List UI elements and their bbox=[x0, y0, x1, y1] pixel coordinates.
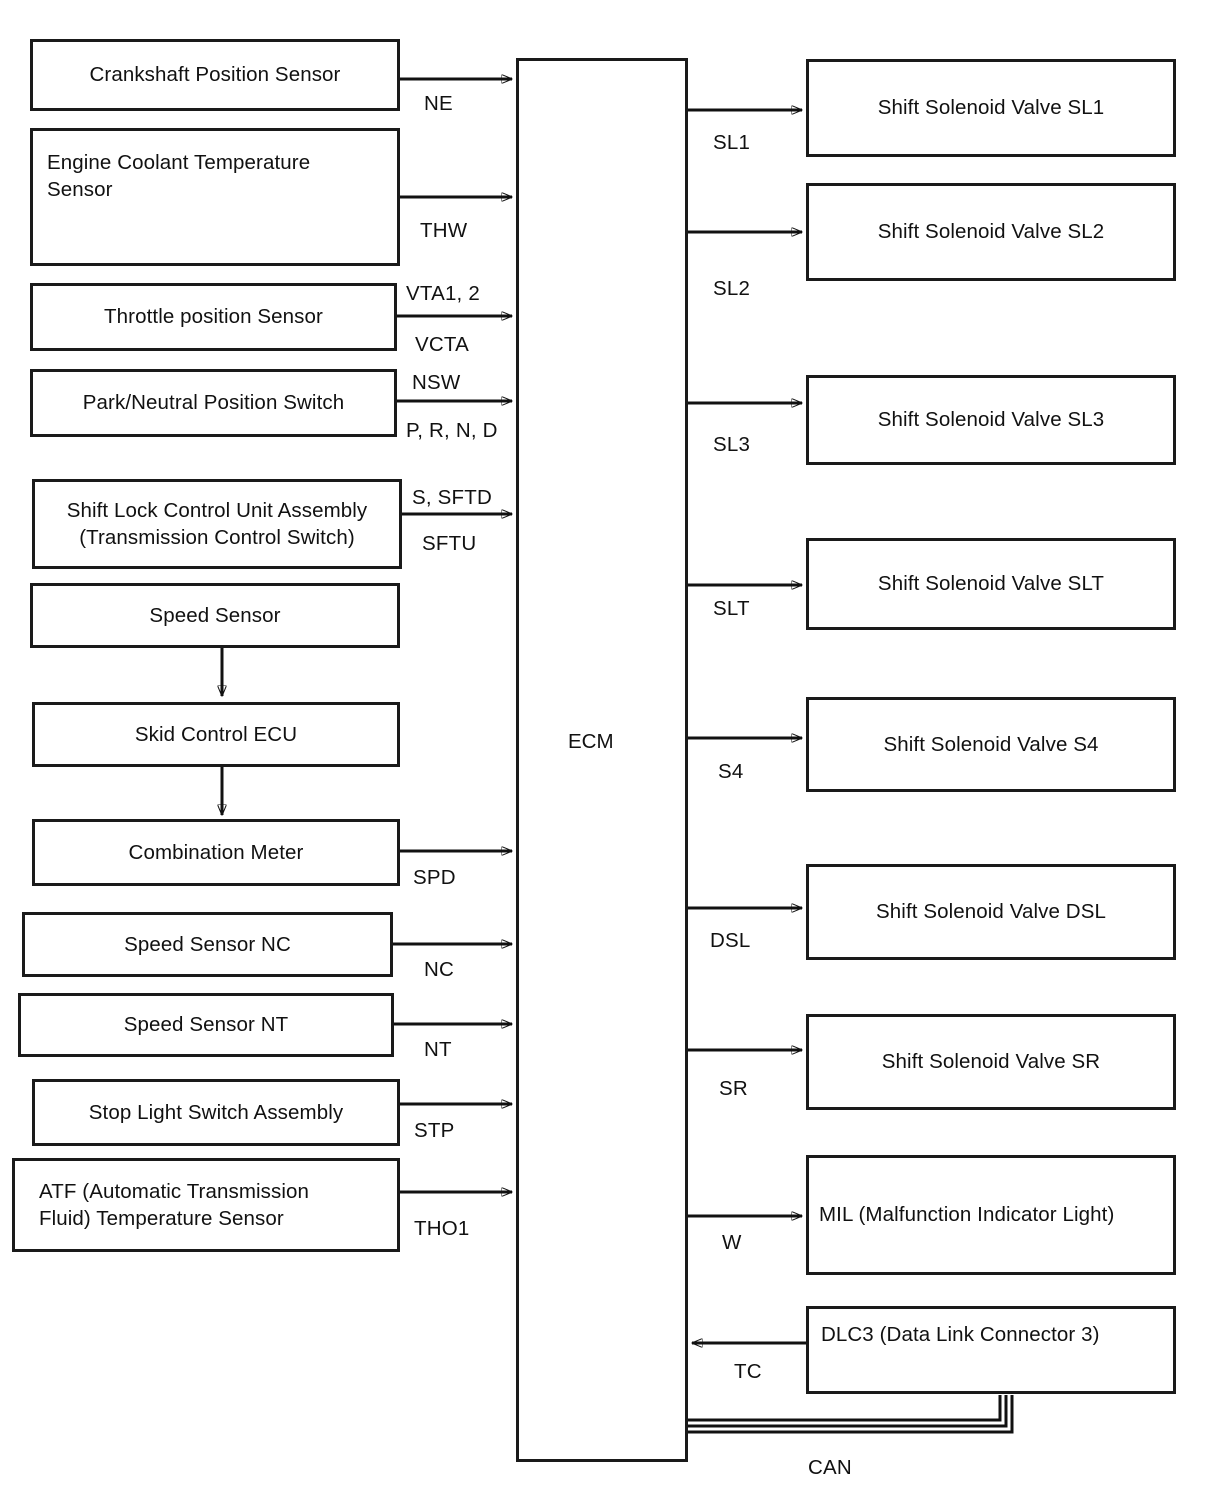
node-label: Shift Solenoid Valve SL2 bbox=[877, 220, 1105, 244]
signal-label-vta12: VTA1, 2 bbox=[406, 282, 480, 305]
signal-label-tho1: THO1 bbox=[414, 1217, 470, 1240]
node-label: Shift Solenoid Valve SL3 bbox=[877, 408, 1105, 432]
node-shift-solenoid-valve-sl3[interactable]: Shift Solenoid Valve SL3 bbox=[806, 375, 1176, 465]
signal-label-prnd: P, R, N, D bbox=[406, 419, 498, 442]
signal-label-ne: NE bbox=[424, 92, 453, 115]
node-label: Shift Lock Control Unit Assembly (Transm… bbox=[66, 498, 368, 549]
node-shift-solenoid-valve-slt[interactable]: Shift Solenoid Valve SLT bbox=[806, 538, 1176, 630]
signal-label-vcta: VCTA bbox=[415, 333, 469, 356]
signal-label-slt: SLT bbox=[713, 597, 750, 620]
signal-label-s4: S4 bbox=[718, 760, 744, 783]
node-shift-solenoid-valve-sl1[interactable]: Shift Solenoid Valve SL1 bbox=[806, 59, 1176, 157]
signal-label-sr: SR bbox=[719, 1077, 748, 1100]
signal-label-dsl: DSL bbox=[710, 929, 751, 952]
signal-label-w: W bbox=[722, 1231, 742, 1254]
node-label: DLC3 (Data Link Connector 3) bbox=[821, 1323, 1100, 1346]
node-throttle-position-sensor[interactable]: Throttle position Sensor bbox=[30, 283, 397, 351]
node-park-neutral-position-switch[interactable]: Park/Neutral Position Switch bbox=[30, 369, 397, 437]
signal-label-thw: THW bbox=[420, 219, 468, 242]
node-label: Shift Solenoid Valve SLT bbox=[877, 572, 1105, 596]
node-speed-sensor-nt[interactable]: Speed Sensor NT bbox=[18, 993, 394, 1057]
signal-label-nt: NT bbox=[424, 1038, 452, 1061]
signal-label-nsw: NSW bbox=[412, 371, 461, 394]
signal-label-nc: NC bbox=[424, 958, 455, 981]
signal-label-stp: STP bbox=[414, 1119, 455, 1142]
node-label: MIL (Malfunction Indicator Light) bbox=[819, 1203, 1115, 1227]
node-speed-sensor[interactable]: Speed Sensor bbox=[30, 583, 400, 648]
signal-label-sl3: SL3 bbox=[713, 433, 751, 456]
node-label: Stop Light Switch Assembly bbox=[88, 1100, 344, 1124]
signal-label-sl2: SL2 bbox=[713, 277, 751, 300]
node-label: Shift Solenoid Valve SL1 bbox=[877, 96, 1105, 120]
node-stop-light-switch-assembly[interactable]: Stop Light Switch Assembly bbox=[32, 1079, 400, 1146]
node-label: ATF (Automatic Transmission Fluid) Tempe… bbox=[39, 1179, 310, 1230]
node-engine-coolant-temperature-sensor[interactable]: Engine Coolant Temperature Sensor bbox=[30, 128, 400, 266]
signal-label-spd: SPD bbox=[413, 866, 456, 889]
node-shift-solenoid-valve-sl2[interactable]: Shift Solenoid Valve SL2 bbox=[806, 183, 1176, 281]
signal-label-can: CAN bbox=[808, 1456, 852, 1479]
node-dlc3[interactable]: DLC3 (Data Link Connector 3) bbox=[806, 1306, 1176, 1394]
ecm-label: ECM bbox=[568, 730, 614, 753]
node-shift-solenoid-valve-sr[interactable]: Shift Solenoid Valve SR bbox=[806, 1014, 1176, 1110]
node-label: Throttle position Sensor bbox=[104, 305, 323, 329]
node-label: Skid Control ECU bbox=[134, 722, 298, 746]
signal-label-sftu: SFTU bbox=[422, 532, 477, 555]
node-label: Engine Coolant Temperature Sensor bbox=[47, 151, 311, 202]
node-skid-control-ecu[interactable]: Skid Control ECU bbox=[32, 702, 400, 767]
node-label: Shift Solenoid Valve SR bbox=[881, 1050, 1101, 1074]
signal-label-s-sftd: S, SFTD bbox=[412, 486, 492, 509]
node-mil[interactable]: MIL (Malfunction Indicator Light) bbox=[806, 1155, 1176, 1275]
node-shift-solenoid-valve-s4[interactable]: Shift Solenoid Valve S4 bbox=[806, 697, 1176, 792]
node-combination-meter[interactable]: Combination Meter bbox=[32, 819, 400, 886]
node-label: Speed Sensor bbox=[149, 603, 281, 627]
node-crankshaft-position-sensor[interactable]: Crankshaft Position Sensor bbox=[30, 39, 400, 111]
node-label: Speed Sensor NT bbox=[123, 1013, 289, 1037]
node-label: Crankshaft Position Sensor bbox=[89, 63, 341, 87]
node-shift-lock-control-unit-assembly[interactable]: Shift Lock Control Unit Assembly (Transm… bbox=[32, 479, 402, 569]
node-label: Combination Meter bbox=[128, 840, 304, 864]
node-label: Speed Sensor NC bbox=[124, 932, 291, 956]
node-speed-sensor-nc[interactable]: Speed Sensor NC bbox=[22, 912, 393, 977]
node-atf-temperature-sensor[interactable]: ATF (Automatic Transmission Fluid) Tempe… bbox=[12, 1158, 400, 1252]
ecm-box[interactable] bbox=[516, 58, 688, 1462]
signal-label-tc: TC bbox=[734, 1360, 762, 1383]
node-label: Shift Solenoid Valve S4 bbox=[883, 732, 1099, 756]
signal-label-sl1: SL1 bbox=[713, 131, 751, 154]
node-label: Park/Neutral Position Switch bbox=[82, 391, 345, 415]
node-label: Shift Solenoid Valve DSL bbox=[876, 900, 1106, 924]
node-shift-solenoid-valve-dsl[interactable]: Shift Solenoid Valve DSL bbox=[806, 864, 1176, 960]
